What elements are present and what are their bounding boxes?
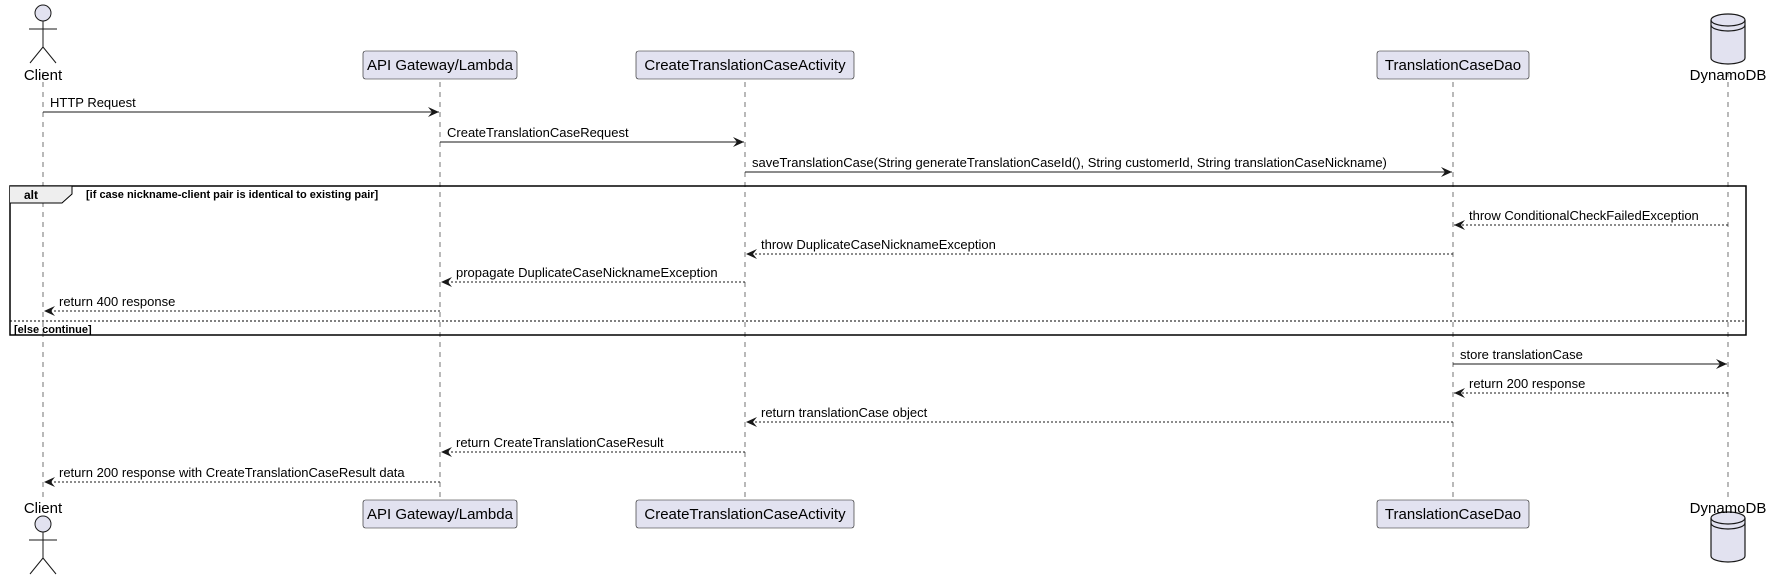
message-label: store translationCase: [1460, 347, 1583, 362]
participant-name: DynamoDB: [1690, 67, 1767, 84]
message-label: throw DuplicateCaseNicknameException: [761, 237, 996, 252]
message-arrow: return 200 response: [1454, 376, 1728, 398]
message-arrow: return 400 response: [44, 294, 440, 316]
participant-activity-bottom: CreateTranslationCaseActivity: [635, 499, 855, 529]
message-arrow: return 200 response with CreateTranslati…: [44, 465, 440, 487]
message-arrow: saveTranslationCase(String generateTrans…: [745, 155, 1452, 177]
participant-name: CreateTranslationCaseActivity: [644, 57, 846, 74]
participant-dao-top: TranslationCaseDao: [1376, 50, 1530, 80]
stick-figure-icon: [29, 515, 57, 575]
database-dynamo-bottom: DynamoDB: [1690, 500, 1767, 563]
message-arrow: HTTP Request: [43, 95, 439, 117]
participant-gateway-top: API Gateway/Lambda: [362, 50, 518, 80]
message-arrow: throw DuplicateCaseNicknameException: [746, 237, 1453, 259]
stick-figure-icon: [29, 4, 57, 64]
message-label: CreateTranslationCaseRequest: [447, 125, 629, 140]
message-arrow: return translationCase object: [746, 405, 1453, 427]
message-label: propagate DuplicateCaseNicknameException: [456, 265, 718, 280]
participant-name: DynamoDB: [1690, 500, 1767, 517]
alt-keyword: alt: [24, 188, 38, 202]
alt-condition: [if case nickname-client pair is identic…: [86, 189, 379, 201]
database-dynamo-top: DynamoDB: [1690, 13, 1767, 84]
alt-group-frame: alt [if case nickname-client pair is iden…: [9, 185, 1747, 336]
actor-client-bottom: Client: [24, 500, 63, 575]
lifelines: [42, 72, 1729, 500]
message-arrow: propagate DuplicateCaseNicknameException: [441, 265, 745, 287]
participant-gateway-bottom: API Gateway/Lambda: [362, 499, 518, 529]
participant-name: TranslationCaseDao: [1385, 506, 1521, 523]
participant-name: Client: [24, 500, 63, 517]
participant-name: TranslationCaseDao: [1385, 57, 1521, 74]
participant-name: Client: [24, 67, 63, 84]
messages: HTTP RequestCreateTranslationCaseRequest…: [43, 95, 1728, 487]
participant-name: CreateTranslationCaseActivity: [644, 506, 846, 523]
message-label: return CreateTranslationCaseResult: [456, 435, 664, 450]
message-label: throw ConditionalCheckFailedException: [1469, 208, 1699, 223]
participant-dao-bottom: TranslationCaseDao: [1376, 499, 1530, 529]
database-cylinder-icon: [1710, 511, 1746, 563]
else-condition: [else continue]: [14, 324, 92, 336]
message-label: saveTranslationCase(String generateTrans…: [752, 155, 1387, 170]
message-arrow: throw ConditionalCheckFailedException: [1454, 208, 1728, 230]
message-label: return translationCase object: [761, 405, 928, 420]
message-label: return 200 response: [1469, 376, 1585, 391]
participant-activity-top: CreateTranslationCaseActivity: [635, 50, 855, 80]
participant-name: API Gateway/Lambda: [367, 506, 514, 523]
message-arrow: store translationCase: [1453, 347, 1727, 369]
message-label: return 400 response: [59, 294, 175, 309]
database-cylinder-icon: [1710, 13, 1746, 65]
participant-name: API Gateway/Lambda: [367, 57, 514, 74]
message-arrow: return CreateTranslationCaseResult: [441, 435, 745, 457]
alt-tab: [10, 185, 73, 204]
message-arrow: CreateTranslationCaseRequest: [440, 125, 744, 147]
message-label: return 200 response with CreateTranslati…: [59, 465, 405, 480]
actor-client-top: Client: [24, 4, 63, 84]
alt-frame: [9, 185, 1747, 336]
message-label: HTTP Request: [50, 95, 136, 110]
